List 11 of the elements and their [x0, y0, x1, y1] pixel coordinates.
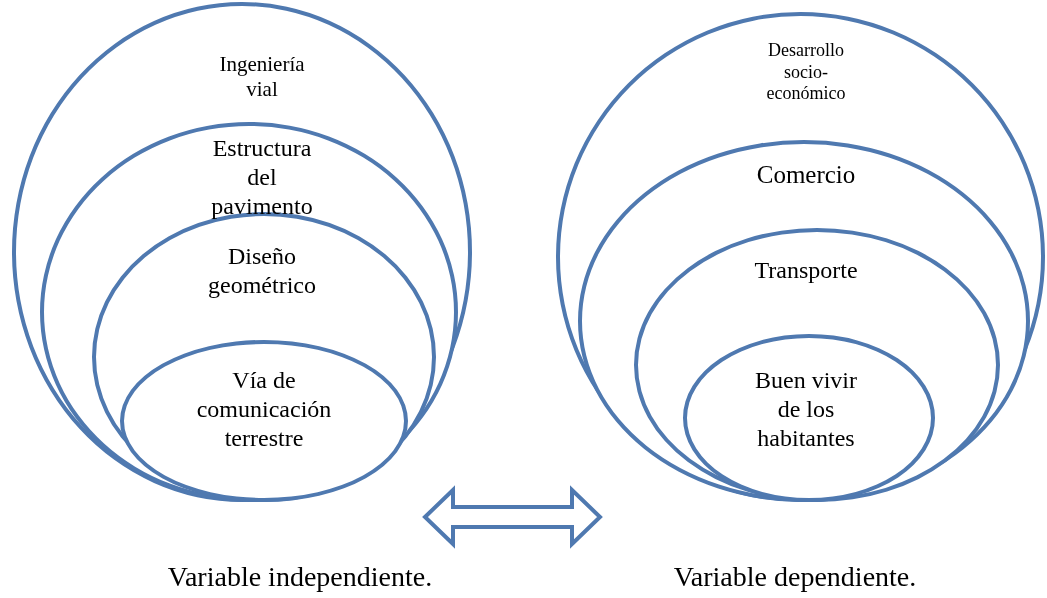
caption-text: Variable dependiente. — [672, 560, 918, 594]
double-block-arrow — [422, 485, 603, 549]
ellipse-label: Estructura del pavimento — [210, 134, 314, 221]
ellipse-label: Buen vivir de los habitantes — [754, 366, 858, 453]
ellipse-label: Diseño geométrico — [207, 242, 317, 300]
ellipse-label: Transporte — [753, 256, 859, 285]
ellipse-label: Desarrollo socio-económico — [765, 40, 847, 105]
ellipse-label: Vía de comunicación terrestre — [195, 366, 333, 453]
ellipse-label: Ingeniería vial — [218, 52, 306, 103]
caption-text: Variable independiente. — [166, 560, 434, 594]
ellipse-label: Comercio — [755, 160, 857, 190]
